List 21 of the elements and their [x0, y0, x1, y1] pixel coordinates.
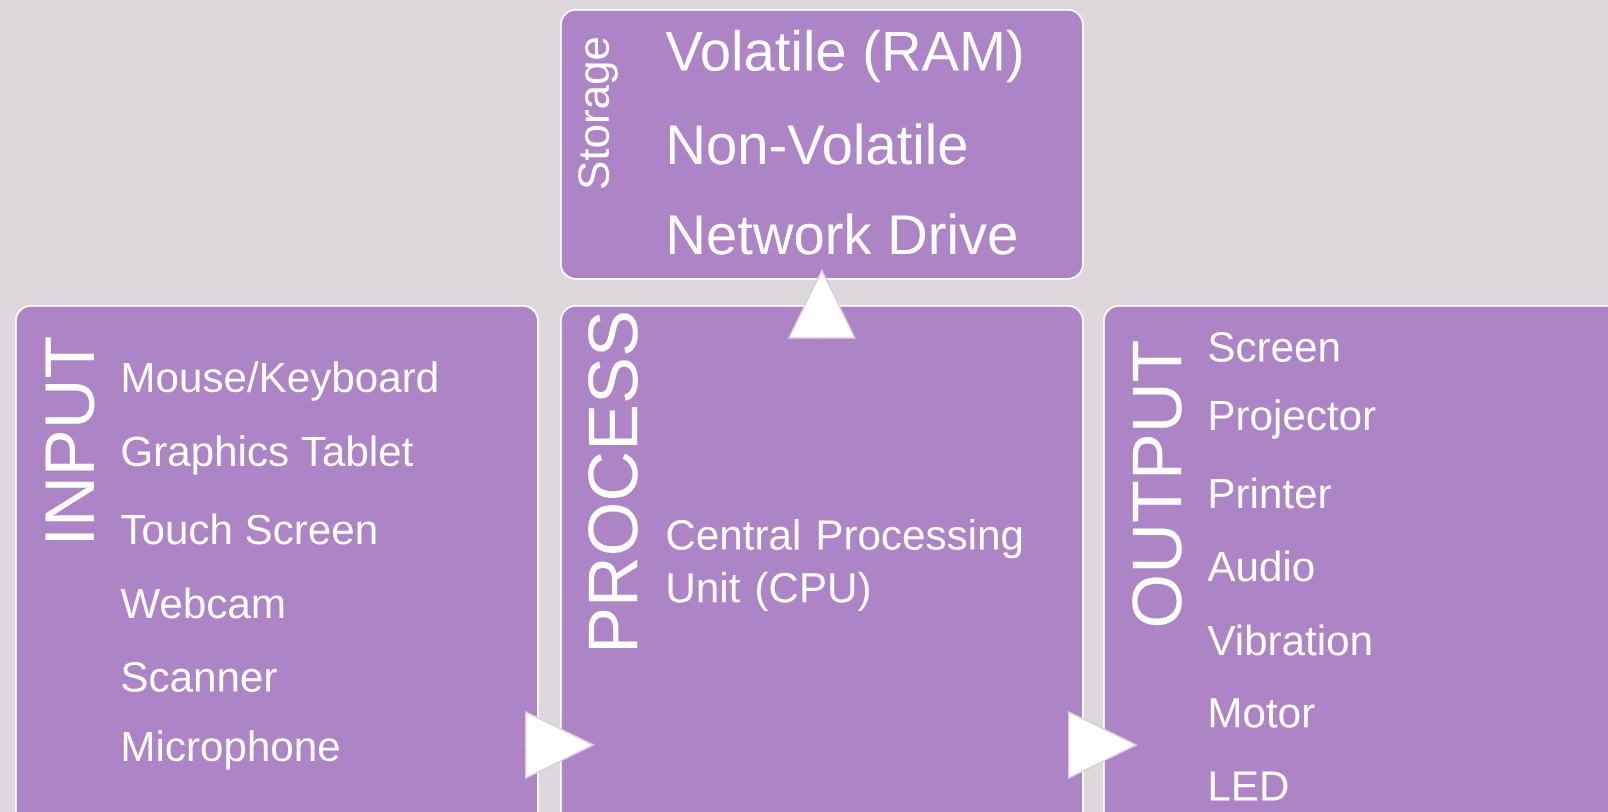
list-item: Graphics Tablet	[122, 435, 414, 475]
list-item: Volatile (RAM)	[665, 29, 1022, 83]
list-item: Network Drive	[669, 213, 1016, 255]
heading: OUTPUT	[1132, 341, 1182, 626]
list-item: Audio	[1207, 550, 1314, 582]
list-item: Screen	[1209, 332, 1339, 362]
heading: Storage	[578, 38, 618, 188]
heading: INPUT	[45, 337, 95, 540]
list-item: Webcam	[120, 587, 284, 619]
heading: PROCESS	[588, 313, 638, 649]
list-item: Mouse/Keyboard	[123, 361, 437, 401]
list-item: Scanner	[122, 662, 277, 692]
list-item: Microphone	[123, 730, 339, 770]
list-item: Non-Volatile	[669, 123, 966, 165]
list-item: Vibration	[1207, 624, 1371, 656]
list-item: Motor	[1210, 698, 1315, 728]
list-item: LED	[1210, 771, 1288, 801]
list-item: Printer	[1210, 477, 1331, 509]
list-item: Touch Screen	[121, 513, 376, 545]
body-text: Central Processing Unit (CPU)	[667, 519, 1022, 611]
list-item: Projector	[1210, 399, 1376, 439]
